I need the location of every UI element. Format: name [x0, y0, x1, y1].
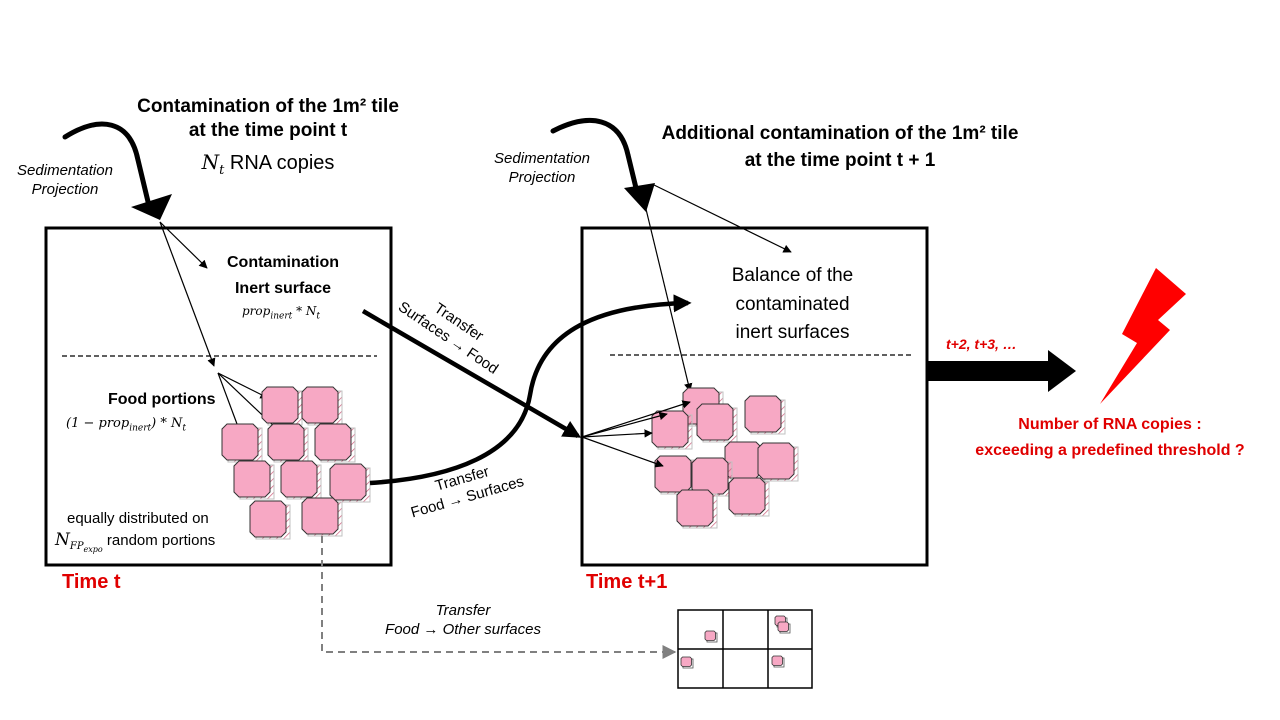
balance-line2: contaminated	[735, 293, 850, 315]
right-sedimentation-line1: Sedimentation	[494, 150, 590, 167]
transfer-food-other-label: Transfer Food → Other surfaces	[363, 602, 563, 640]
question-line1: Number of RNA copies :	[1018, 416, 1202, 433]
balance-line3: inert surfaces	[735, 322, 850, 343]
right-sedimentation-arrow	[550, 117, 655, 212]
inert-line2: Inert surface	[234, 279, 332, 297]
inert-surface-label: Contamination Inert surface	[210, 250, 356, 301]
inert-formula-sub2: t	[316, 311, 321, 322]
left-sedimentation-arrow	[62, 121, 172, 220]
time-t1-box	[580, 226, 929, 567]
transfer-fo-line1: Transfer	[435, 602, 491, 619]
time-t1-label: Time t+1	[586, 571, 668, 593]
left-title: Contamination of the 1m² tile at the tim…	[103, 95, 433, 143]
inert-formula-sub: inert	[270, 311, 293, 322]
left-title-line2: at the time point t	[188, 119, 348, 141]
arrow-to-food	[159, 221, 216, 367]
time-t-box	[44, 226, 393, 567]
rna-copies-label: RNA copies	[229, 152, 335, 174]
right-food-portions	[651, 387, 799, 529]
random-portions-label: NFPexpo random portions	[55, 530, 216, 554]
transfer-fo-line2: Food → Other surfaces	[385, 620, 541, 638]
threshold-question: Number of RNA copies : exceeding a prede…	[945, 412, 1275, 463]
balance-label: Balance of the contaminated inert surfac…	[700, 262, 885, 348]
right-title-line1: Additional contamination of the 1m² tile	[661, 123, 1019, 144]
transfer-food-other-arrow	[321, 536, 677, 659]
left-title-line1: Contamination of the 1m² tile	[137, 96, 399, 117]
food-portions-label: Food portions	[108, 391, 216, 408]
transfer-surfaces-food-arrow	[361, 309, 582, 438]
left-title-quantity: Nt RNA copies	[103, 150, 433, 178]
right-title-line2: at the time point t + 1	[744, 149, 936, 171]
food-formula-a: (1 − prop	[66, 416, 130, 431]
food-formula-sub2: t	[182, 423, 186, 434]
food-formula-b: ) * N	[151, 416, 183, 431]
nfp-sub: FP	[69, 541, 84, 552]
right-projection-line2: Projection	[508, 168, 576, 186]
next-steps-label: t+2, t+3, …	[946, 336, 1017, 352]
nt-sub: t	[219, 163, 225, 178]
next-steps-arrow	[928, 350, 1076, 392]
left-projection-line2: Projection	[31, 180, 99, 198]
arrow-food-1	[217, 372, 269, 399]
left-food-portions	[221, 386, 371, 540]
inert-formula-b: * N	[292, 304, 317, 318]
transfer-food-surfaces-arrow	[369, 294, 692, 486]
inert-formula-a: prop	[242, 304, 271, 318]
random-portions-text: random portions	[106, 532, 216, 549]
right-sedimentation-label: Sedimentation Projection	[482, 150, 602, 188]
arrow-food-2	[217, 372, 242, 433]
left-sedimentation-label: Sedimentation Projection	[5, 162, 125, 200]
time-t-label: Time t	[62, 571, 121, 593]
arrow-to-food-right	[644, 204, 693, 392]
right-fan-arrows	[581, 400, 691, 468]
right-title: Additional contamination of the 1m² tile…	[625, 121, 1055, 174]
inert-line1: Contamination	[227, 254, 339, 271]
food-formula-sub: inert	[129, 423, 152, 434]
other-surfaces-grid	[677, 609, 813, 689]
nfp-var: N	[55, 530, 70, 550]
food-formula: (1 − propinert) * Nt	[66, 416, 186, 434]
arrow-to-inert	[159, 221, 208, 269]
left-sedimentation-line1: Sedimentation	[17, 162, 113, 179]
balance-line1: Balance of the	[731, 265, 854, 286]
inert-formula: propinert * Nt	[242, 304, 321, 322]
nt-var: N	[201, 150, 220, 174]
nfp-subsub: expo	[83, 545, 103, 554]
equally-distributed-label: equally distributed on	[67, 510, 209, 527]
arrow-to-balance	[651, 183, 792, 253]
lightning-bolt-icon	[1100, 268, 1186, 404]
question-line2: exceeding a predefined threshold ?	[975, 441, 1245, 459]
